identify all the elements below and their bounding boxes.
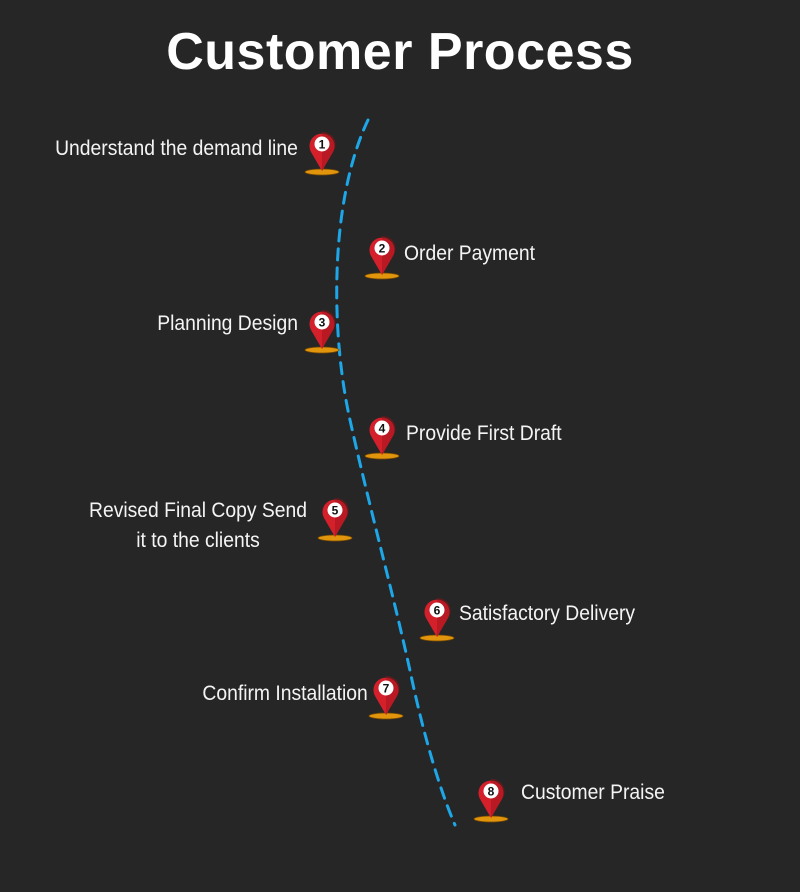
step-2-marker: 2	[362, 232, 402, 280]
step-3-label: Planning Design	[157, 312, 298, 335]
map-pin-icon: 5	[317, 497, 353, 542]
map-pin-icon: 3	[304, 309, 340, 354]
map-pin-icon: 6	[419, 597, 455, 642]
step-4-number: 4	[379, 422, 386, 436]
step-2-label: Order Payment	[404, 242, 535, 265]
step-3-number: 3	[319, 316, 326, 330]
map-pin-icon: 7	[368, 675, 404, 720]
step-3-marker: 3	[302, 306, 342, 354]
step-1-label: Understand the demand line	[55, 137, 298, 160]
map-pin-icon: 4	[364, 415, 400, 460]
step-7-marker: 7	[366, 672, 406, 720]
page-title: Customer Process	[166, 23, 634, 81]
step-1-marker: 1	[302, 128, 342, 176]
step-8-marker: 8	[471, 775, 511, 823]
step-5-label: Revised Final Copy Send it to the client…	[77, 496, 320, 556]
step-2-number: 2	[379, 242, 386, 256]
step-7-label: Confirm Installation	[202, 682, 368, 705]
step-6-label: Satisfactory Delivery	[459, 602, 636, 625]
step-7-number: 7	[383, 682, 390, 696]
step-5-number: 5	[332, 504, 339, 518]
step-5-label-line-2: it to the clients	[136, 529, 260, 552]
step-8-label: Customer Praise	[521, 781, 665, 804]
step-5-marker: 5	[315, 494, 355, 542]
step-1-number: 1	[319, 138, 326, 152]
step-6-marker: 6	[417, 594, 457, 642]
step-6-number: 6	[434, 604, 441, 618]
step-4-label: Provide First Draft	[406, 422, 562, 445]
step-8-number: 8	[488, 785, 495, 799]
step-4-marker: 4	[362, 412, 402, 460]
step-5-label-line-1: Revised Final Copy Send	[88, 499, 308, 522]
map-pin-icon: 1	[304, 131, 340, 176]
dashed-route-line	[335, 118, 457, 827]
map-pin-icon: 2	[364, 235, 400, 280]
map-pin-icon: 8	[473, 778, 509, 823]
